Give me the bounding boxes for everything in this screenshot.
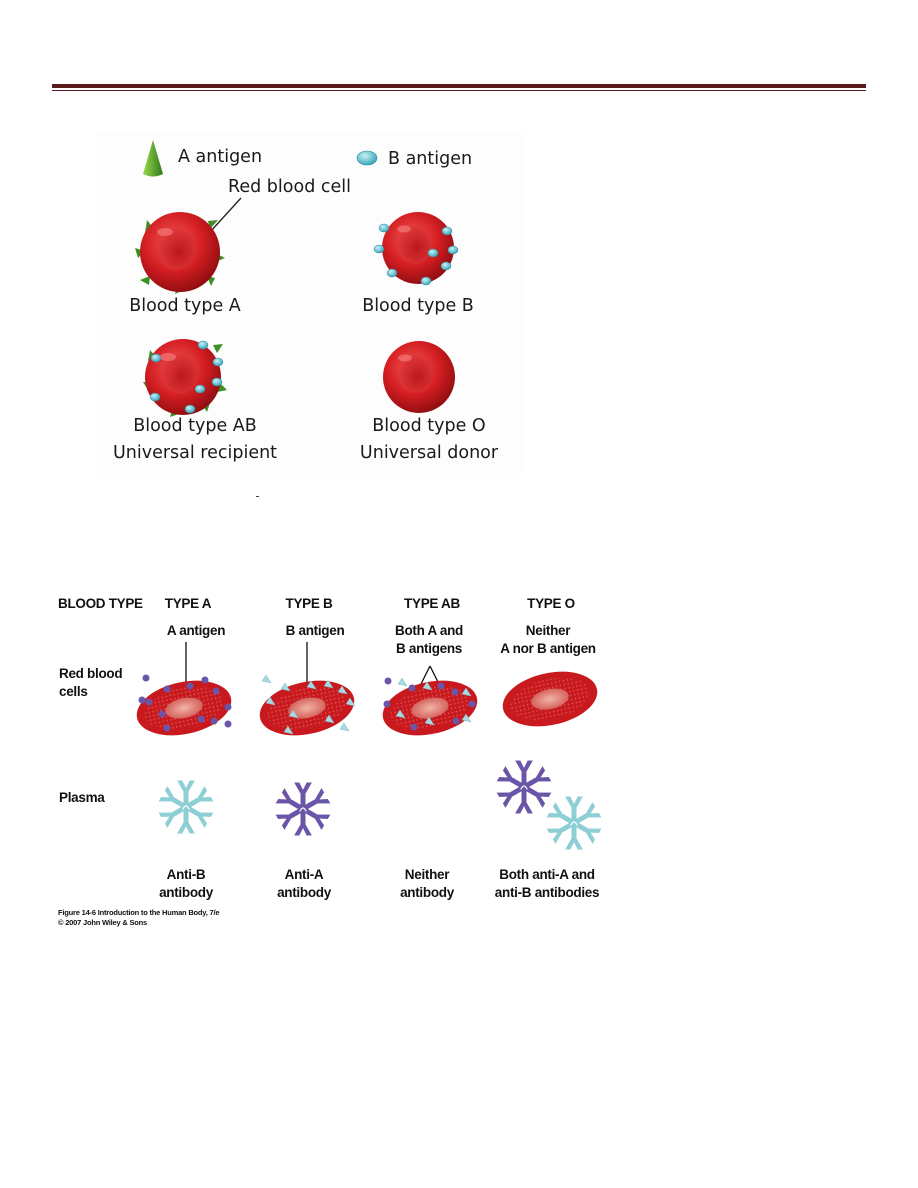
- cell-type-b: [374, 212, 458, 285]
- rbc-type-ab: [378, 673, 483, 744]
- type-a-header: TYPE A: [165, 595, 211, 613]
- type-b-antibody-label-line2: antibody: [277, 884, 331, 902]
- type-ab-sublabel: Universal recipient: [113, 443, 277, 463]
- header-rule: [52, 84, 866, 88]
- row-rbc-label-line2: cells: [59, 684, 88, 699]
- type-ab-antibody-label-line2: antibody: [400, 884, 454, 902]
- type-b-header: TYPE B: [286, 595, 333, 613]
- abo-antibody-figure: BLOOD TYPE TYPE A TYPE B TYPE AB TYPE O …: [52, 590, 612, 935]
- row-rbc-label-line1: Red blood: [59, 666, 122, 681]
- type-ab-antibody-label-line1: Neither: [405, 866, 449, 884]
- header-rule-thin: [52, 90, 866, 91]
- type-o-antibody-label-line1: Both anti-A and: [499, 866, 595, 884]
- red-blood-cell-label: Red blood cell: [228, 177, 351, 197]
- type-a-antibody-label-line2: antibody: [159, 884, 213, 902]
- figure-caption-line2: © 2007 John Wiley & Sons: [58, 918, 147, 927]
- abo-antigen-figure: A antigen B antigen Red blood cell Blood…: [95, 132, 525, 474]
- type-a-antigen-label: A antigen: [167, 622, 225, 640]
- type-o-label: Blood type O: [372, 416, 485, 436]
- rbc-pointer-line: [210, 198, 241, 232]
- row-header-blood-type: BLOOD TYPE: [58, 596, 143, 611]
- cell-type-a: [135, 212, 225, 294]
- type-o-antibody-label-line2: anti-B antibodies: [495, 884, 599, 902]
- rbc-type-o: [498, 664, 603, 735]
- a-antigen-legend-label: A antigen: [178, 147, 262, 167]
- type-b-label: Blood type B: [362, 296, 474, 316]
- type-a-antibody-label-line1: Anti-B: [167, 866, 206, 884]
- type-b-antigen-label: B antigen: [286, 622, 345, 640]
- type-o-antigen-label-line1: Neither: [526, 622, 570, 640]
- type-b-antibody-label-line1: Anti-A: [285, 866, 324, 884]
- rbc-type-b: [255, 673, 360, 744]
- anti-b-antibody-icon-type-o: [547, 797, 600, 849]
- anti-a-antibody-icon-type-o: [497, 761, 550, 813]
- type-o-sublabel: Universal donor: [360, 443, 498, 463]
- b-antigen-legend-label: B antigen: [388, 149, 472, 169]
- stray-mark: [256, 496, 259, 497]
- rbc-type-a: [132, 673, 237, 744]
- type-ab-header: TYPE AB: [404, 595, 460, 613]
- cell-type-ab: [143, 339, 227, 417]
- a-antigen-legend-icon: [143, 140, 163, 177]
- b-antigen-legend-icon: [357, 151, 377, 165]
- type-ab-antigen-label-line2: B antigens: [396, 640, 462, 658]
- anti-a-antibody-icon: [276, 783, 329, 835]
- type-ab-label: Blood type AB: [133, 416, 257, 436]
- figure-caption-line1: Figure 14-6 Introduction to the Human Bo…: [58, 908, 219, 917]
- row-plasma-label: Plasma: [59, 790, 104, 805]
- type-o-header: TYPE O: [527, 595, 575, 613]
- anti-b-antibody-icon: [159, 781, 212, 833]
- type-ab-antigen-label-line1: Both A and: [395, 622, 463, 640]
- type-a-label: Blood type A: [129, 296, 241, 316]
- cell-type-o: [383, 341, 455, 413]
- type-o-antigen-label-line2: A nor B antigen: [500, 640, 596, 658]
